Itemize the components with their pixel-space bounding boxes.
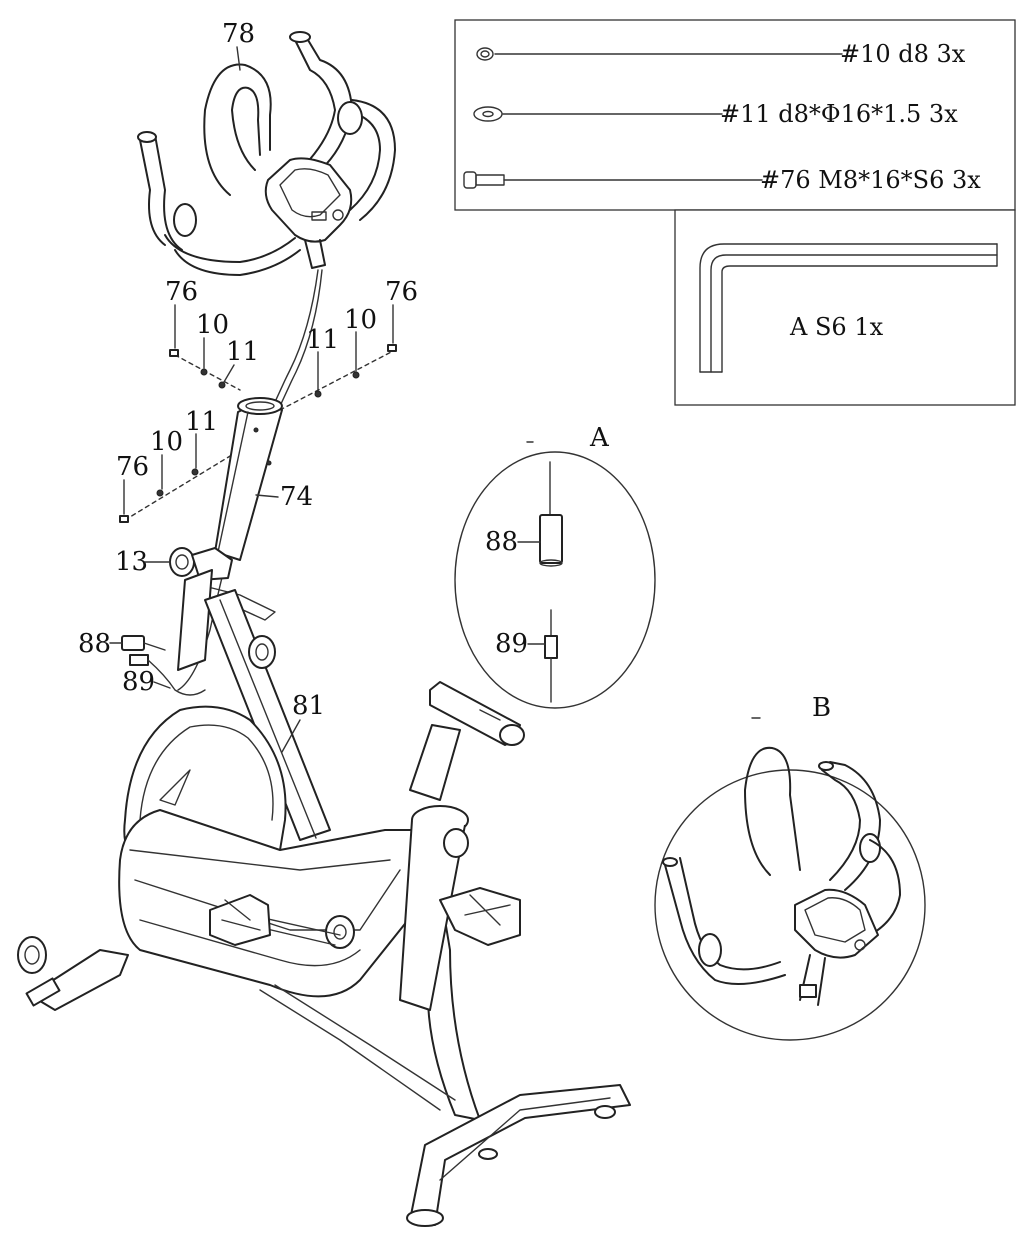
- callout-74: 74: [280, 482, 313, 512]
- detail-b-title: B: [812, 693, 831, 723]
- callout-11-left-top: 11: [226, 337, 259, 367]
- callout-11-right: 11: [306, 325, 339, 355]
- detail-a: [454, 441, 656, 709]
- callout-89: 89: [122, 667, 155, 697]
- callout-13: 13: [115, 547, 148, 577]
- callout-76-left-top: 76: [165, 277, 198, 307]
- detail-a-title: A: [589, 423, 610, 453]
- handlebar-post: [214, 397, 283, 561]
- callout-78: 78: [222, 19, 255, 49]
- callout-10-right: 10: [344, 305, 377, 335]
- allen-key-icon: [699, 243, 998, 373]
- callout-76-left-low: 76: [116, 452, 149, 482]
- hardware-scatter: [119, 344, 397, 523]
- callout-81: 81: [292, 691, 325, 721]
- callout-10-left-top: 10: [196, 310, 229, 340]
- bike-frame: [17, 589, 631, 1227]
- callout-88: 88: [78, 629, 111, 659]
- washer-11-icon: [473, 106, 723, 122]
- hardware-item-76-label: #76 M8*16*S6 3x: [760, 166, 981, 194]
- callout-10-left-low: 10: [150, 427, 183, 457]
- handlebar: [137, 31, 396, 276]
- washer-10-icon: [476, 47, 843, 61]
- tool-box: A S6 1x: [674, 209, 1016, 406]
- hardware-box: #10 d8 3x #11 d8*Φ16*1.5 3x #76 M8*16*S6…: [454, 19, 1016, 211]
- hardware-item-10-label: #10 d8 3x: [840, 40, 966, 68]
- callout-76-right: 76: [385, 277, 418, 307]
- bolt-76-icon: [463, 171, 763, 189]
- detail-a-part-89: 89: [495, 629, 528, 659]
- tool-label: A S6 1x: [789, 313, 884, 341]
- hardware-item-11-label: #11 d8*Φ16*1.5 3x: [720, 100, 958, 128]
- detail-a-part-88: 88: [485, 527, 518, 557]
- callout-11-left-low: 11: [185, 407, 218, 437]
- detail-b: [654, 717, 926, 1041]
- connectors: [121, 635, 206, 696]
